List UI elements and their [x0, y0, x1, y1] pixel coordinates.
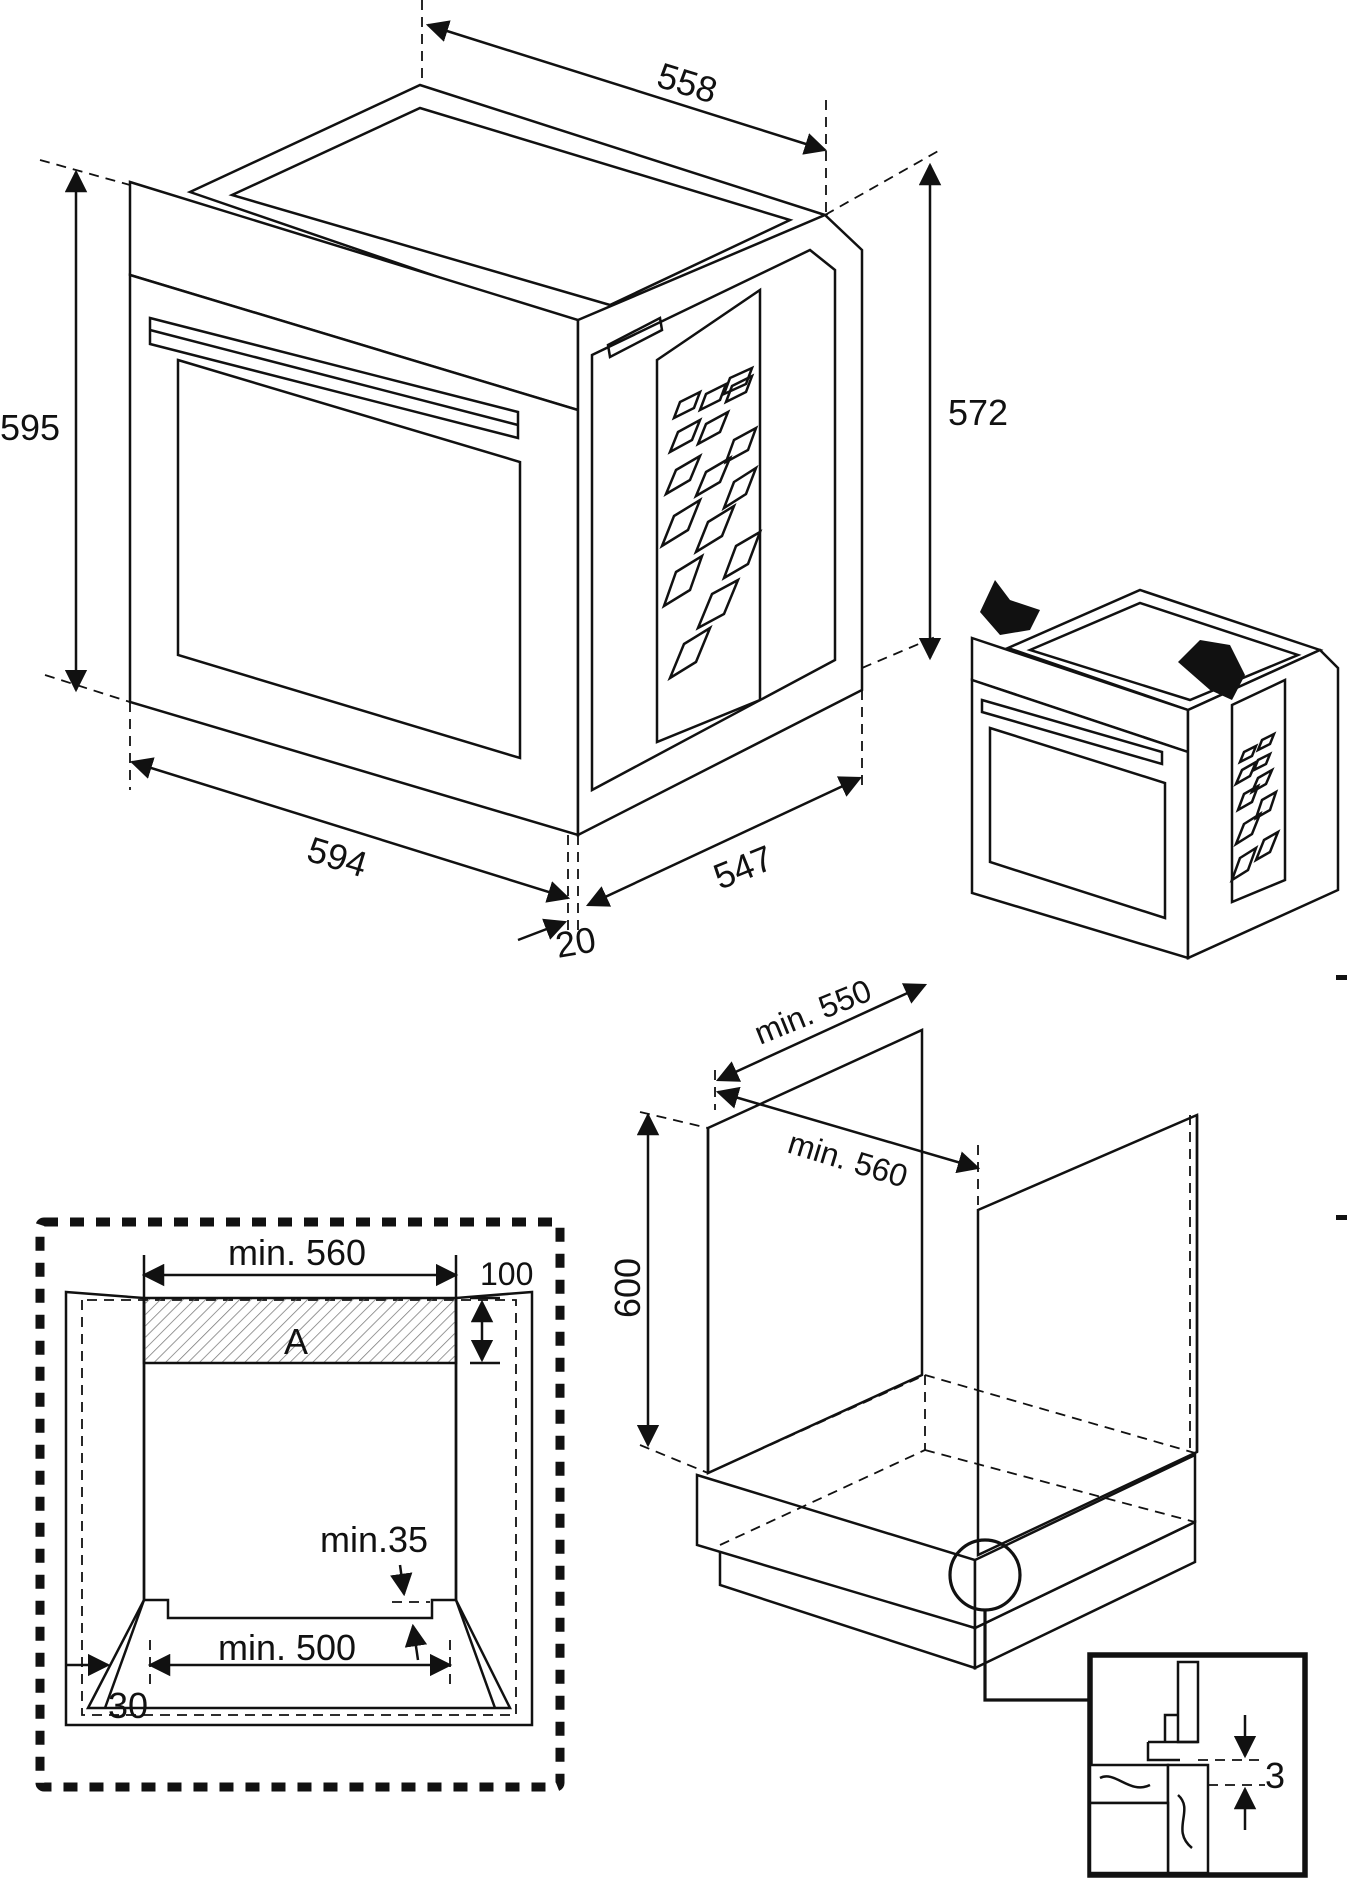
small-side-vent-pattern [1229, 731, 1281, 883]
front-view-drawing [35, 1217, 565, 1792]
dim-width-594: 594 [303, 828, 372, 885]
front-zone-a: A [284, 1321, 308, 1362]
side-vent-pattern [659, 365, 763, 682]
cabinet-drawing [639, 1028, 1199, 1702]
front-min-35: min.35 [320, 1519, 428, 1560]
dim-detail-gap-3: 3 [1265, 1755, 1285, 1796]
dim-depth-547: 547 [708, 837, 779, 898]
detail-box [1087, 1652, 1308, 1878]
front-side-30: 30 [108, 1685, 148, 1726]
front-min-560: min. 560 [228, 1232, 366, 1273]
hand-right-icon [1178, 640, 1245, 700]
oven-main-drawing [39, 0, 941, 935]
dim-width-558: 558 [653, 54, 722, 111]
front-min-500: min. 500 [218, 1627, 356, 1668]
front-top-100: 100 [480, 1256, 533, 1292]
dim-height-595: 595 [0, 407, 60, 448]
dim-cabinet-height-600: 600 [607, 1258, 648, 1318]
oven-small-drawing [970, 580, 1340, 960]
hand-left-icon [980, 580, 1040, 635]
dim-offset-20: 20 [552, 919, 599, 966]
dim-cabinet-min-550: min. 550 [749, 972, 876, 1051]
dim-height-572: 572 [948, 392, 1008, 433]
